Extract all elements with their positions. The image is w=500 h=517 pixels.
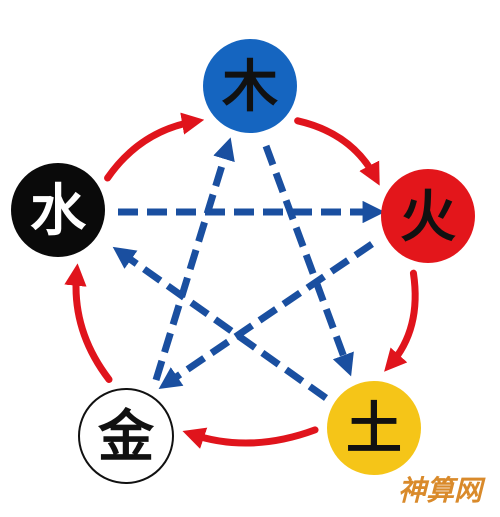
- node-wood-circle: [203, 39, 297, 133]
- overcoming-arrow-wood-to-earth: [262, 144, 354, 377]
- node-wood: 木: [203, 39, 297, 133]
- generating-arrow-water-to-wood: [104, 112, 205, 182]
- node-water: 水: [11, 163, 105, 257]
- generating-arrow-wood-to-fire: [294, 117, 380, 186]
- node-fire: 火: [381, 169, 475, 263]
- node-wood-label: 木: [222, 54, 278, 120]
- watermark: 神算网: [398, 474, 486, 507]
- node-fire-label: 火: [400, 184, 456, 250]
- generating-arrow-metal-to-water: [64, 263, 113, 384]
- node-earth-label: 土: [346, 396, 402, 462]
- overcoming-arrow-fire-to-metal: [158, 241, 374, 390]
- node-metal-circle: [78, 388, 174, 484]
- overcoming-arrow-metal-to-wood: [152, 137, 235, 382]
- generating-arrow-earth-to-metal: [182, 426, 319, 449]
- watermark-text: 神算网: [398, 474, 486, 507]
- node-metal: 金: [78, 388, 174, 484]
- element-nodes: 木火土 金 水: [11, 39, 475, 484]
- overcoming-arrow-earth-to-water: [112, 246, 329, 401]
- node-earth-circle: [327, 381, 421, 475]
- node-water-circle: [11, 163, 105, 257]
- generating-cycle-arrows: [64, 112, 419, 449]
- node-water-label: 水: [30, 178, 87, 244]
- node-metal-label: 金: [97, 404, 155, 470]
- node-earth: 土: [327, 381, 421, 475]
- generating-arrow-fire-to-earth: [384, 269, 419, 372]
- overcoming-cycle-arrows: [112, 137, 385, 401]
- node-fire-circle: [381, 169, 475, 263]
